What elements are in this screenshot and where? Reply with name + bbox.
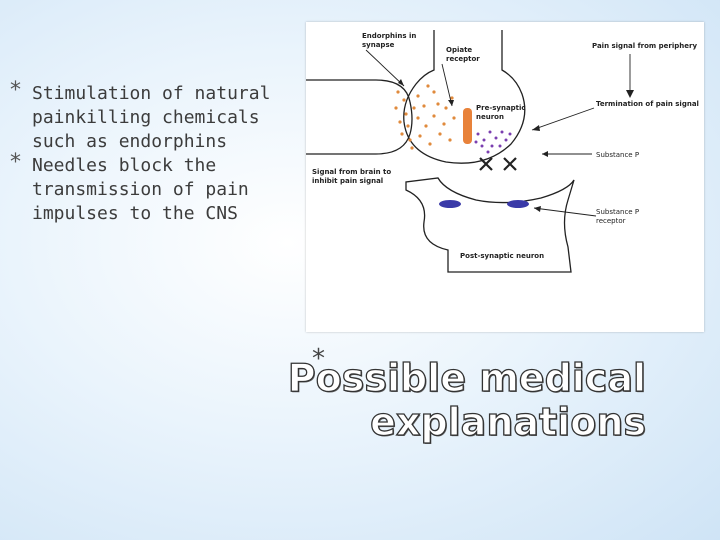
- postsynaptic-neuron-outline: [405, 177, 575, 273]
- slide-title: Possible medical explanations: [287, 355, 647, 444]
- annotation-arrows: [365, 49, 631, 217]
- slide-title-line2: explanations: [370, 399, 647, 444]
- label-termination: Termination of pain signal: [596, 100, 699, 108]
- arrow-heads: [398, 79, 634, 212]
- label-signal-brain-line2: inhibit pain signal: [312, 177, 383, 185]
- label-opiate-line2: receptor: [446, 55, 480, 63]
- label-signal-brain-line1: Signal from brain to: [312, 168, 391, 176]
- label-postsynaptic: Post-synaptic neuron: [460, 252, 544, 260]
- bullet-item: * Stimulation of natural painkilling che…: [10, 78, 310, 154]
- synapse-diagram-svg: Endorphins in synapse Opiate receptor Pa…: [306, 30, 699, 273]
- label-presynaptic-line1: Pre-synaptic: [476, 104, 526, 112]
- title-star: *: [312, 344, 325, 374]
- slide-title-line1: Possible medical: [287, 355, 647, 400]
- substance-p-receptor: [439, 200, 461, 208]
- bullet-list: * Stimulation of natural painkilling che…: [10, 78, 310, 226]
- label-sp-receptor-line2: receptor: [596, 217, 626, 225]
- substance-p-dots: [474, 130, 512, 154]
- label-presynaptic-line2: neuron: [476, 113, 504, 121]
- label-pain-signal: Pain signal from periphery: [592, 42, 697, 50]
- label-opiate-line1: Opiate: [446, 46, 472, 54]
- presynaptic-neuron-outline: [403, 30, 526, 164]
- bullet-text: Stimulation of natural painkilling chemi…: [32, 83, 271, 152]
- bullet-star: *: [10, 150, 21, 175]
- endorphin-dots: [394, 84, 456, 150]
- label-substance-p: Substance P: [596, 151, 639, 159]
- synapse-diagram: Endorphins in synapse Opiate receptor Pa…: [306, 22, 704, 332]
- substance-p-receptor: [507, 200, 529, 208]
- bullet-item: * Needles block the transmission of pain…: [10, 150, 310, 226]
- label-endorphins-line1: Endorphins in: [362, 32, 416, 40]
- blocked-cross-marks: [479, 157, 517, 171]
- label-sp-receptor-line1: Substance P: [596, 208, 639, 216]
- bullet-star: *: [10, 78, 21, 103]
- bullet-text: Needles block the transmission of pain i…: [32, 155, 249, 224]
- label-endorphins-line2: synapse: [362, 41, 395, 49]
- opiate-receptor: [463, 108, 472, 144]
- endorphin-neuron-outline: [306, 79, 413, 155]
